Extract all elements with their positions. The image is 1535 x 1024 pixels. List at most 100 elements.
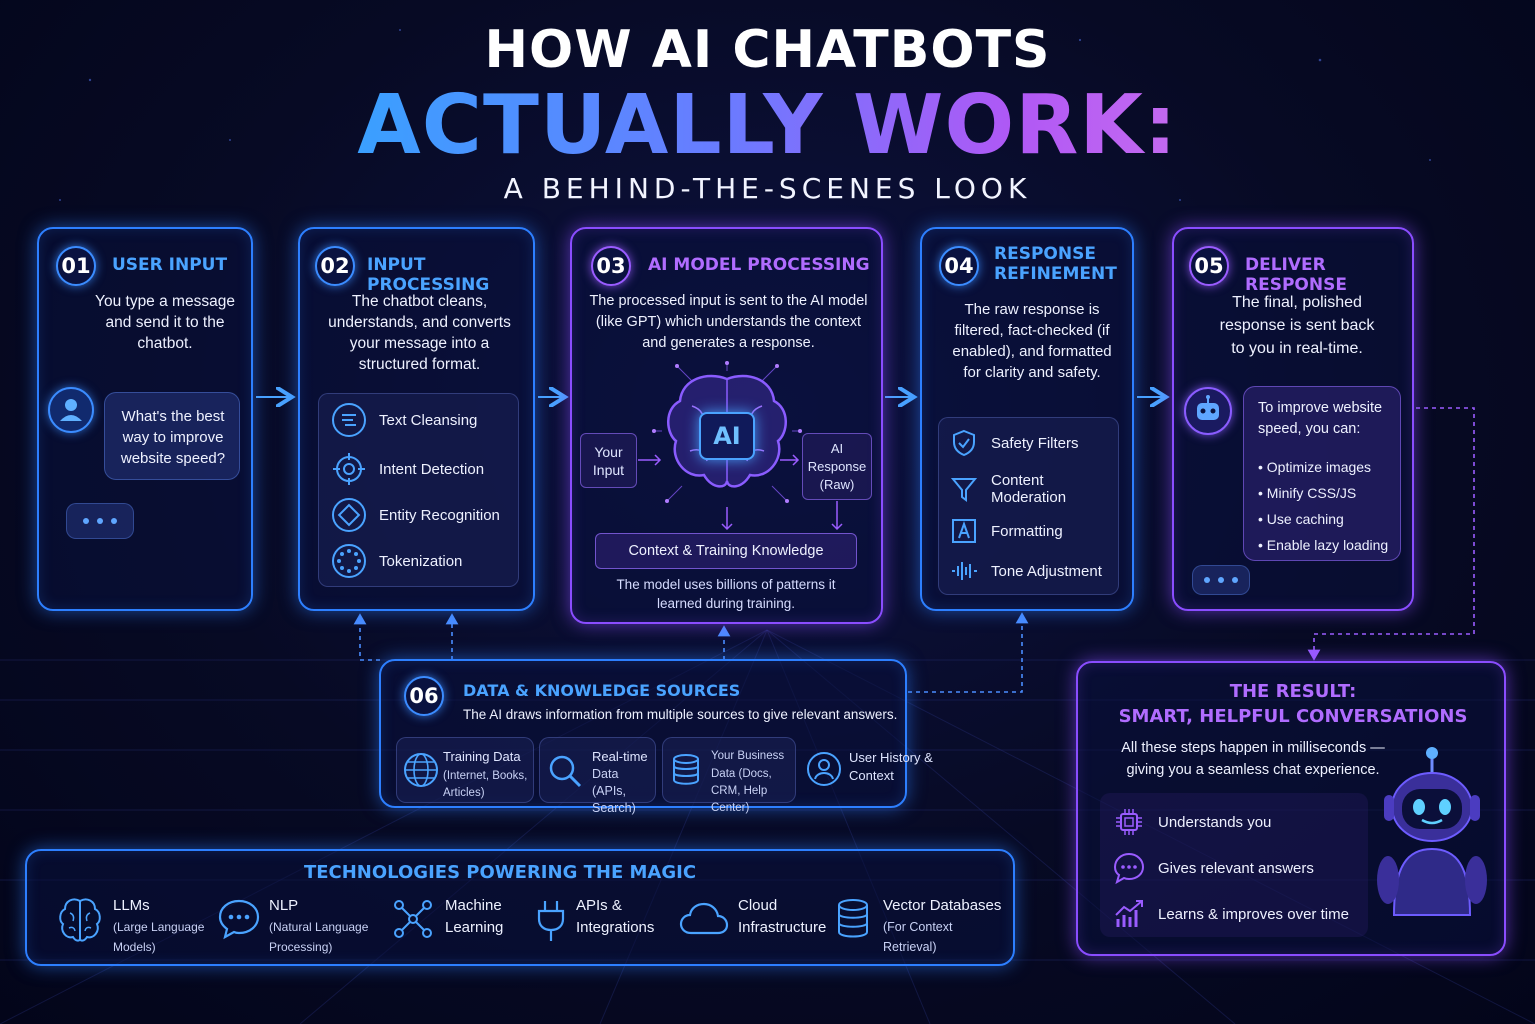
step-05-card: 05 DELIVER RESPONSE The final, polished … [1172,227,1414,611]
brain-icon [59,898,101,942]
result-description: All these steps happen in milliseconds —… [1121,740,1385,778]
source-item: Your Business Data (Docs, CRM, Help Cent… [662,737,796,814]
your-input-box: Your Input [580,433,637,488]
step-04-title: RESPONSE REFINEMENT [994,244,1117,284]
bot-reply-bubble: To improve website speed, you can: • Opt… [1243,386,1401,561]
step-04-number: 04 [939,246,979,286]
database-icon [673,754,699,785]
tech-item-detail: (Natural Language Processing) [269,920,369,954]
step-05-number: 05 [1189,246,1229,286]
step-01-card: 01 USER INPUT You type a message and sen… [37,227,253,611]
reply-list-item: • Use caching [1258,511,1344,527]
result-item: Learns & improves over time [1112,897,1349,931]
context-knowledge-box: Context & Training Knowledge [595,533,857,569]
reply-list-item: • Enable lazy loading [1258,537,1389,553]
step-01-description: You type a message and send it to the ch… [95,293,235,352]
result-item: Understands you [1112,805,1271,839]
database-icon [838,899,868,938]
result-title-line-1: THE RESULT: [1229,681,1357,702]
source-item: Training Data (Internet, Books, Articles… [396,737,534,803]
user-message-text: What's the best way to improve website s… [120,408,226,467]
title-line-2: ACTUALLY WORK: [0,78,1535,173]
sources-number: 06 [404,676,444,716]
user-icon [807,752,841,786]
ai-chip-label: AI [713,422,741,450]
context-knowledge-label: Context & Training Knowledge [628,543,824,559]
step-03-title: AI MODEL PROCESSING [648,255,870,275]
sources-title: DATA & KNOWLEDGE SOURCES [463,681,741,700]
step-02-title: INPUT PROCESSING [367,255,490,295]
tech-item-title: APIs & [576,897,622,914]
refinement-item: Safety Filters [949,428,1079,458]
waveform-icon [952,562,977,580]
robot-mascot [1377,747,1487,916]
source-item-detail: Data (APIs, Search) [592,767,636,815]
tech-item: Machine Learning [391,895,521,955]
processing-item-label: Text Cleansing [379,411,478,429]
user-icon [60,399,82,421]
result-item-label: Gives relevant answers [1158,859,1314,877]
tech-item: APIs & Integrations [533,895,663,955]
reply-list-item: • Minify CSS/JS [1258,485,1357,501]
refinement-item: Tone Adjustment [949,556,1102,586]
tech-item: Vector Databases (For Context Retrieval) [835,895,1015,955]
refinement-item-label: Safety Filters [991,434,1079,452]
step-03-number: 03 [591,246,631,286]
reply-list: • Optimize images • Minify CSS/JS • Use … [1258,454,1388,558]
tech-item: NLP (Natural Language Processing) [217,895,369,955]
tech-item-title: Cloud [738,897,778,914]
model-flow-arrows [638,454,843,531]
technologies-title: TECHNOLOGIES POWERING THE MAGIC [303,862,697,883]
tech-item-detail: Infrastructure [738,919,827,936]
tag-icon [332,498,366,532]
source-item-detail: (Internet, Books, Articles) [443,770,528,799]
ai-response-raw-label: AI Response (Raw) [807,440,867,492]
ai-chip: AI [699,412,755,460]
processing-item: Entity Recognition [331,497,500,533]
processing-item-label: Intent Detection [379,460,485,478]
source-item: Real-time Data (APIs, Search) [539,737,656,815]
tech-item-detail: Learning [445,919,504,936]
processing-item: Tokenization [331,543,462,579]
user-avatar [48,387,94,433]
title-line-2-text: ACTUALLY WORK: [357,78,1178,173]
refinement-item-label: Tone Adjustment [991,562,1102,580]
plug-icon [537,901,565,941]
reply-list-item-text: Minify CSS/JS [1266,485,1357,501]
subtitle: A BEHIND-THE-SCENES LOOK [503,172,1032,205]
source-item-title: User History & [849,750,933,765]
typing-indicator [1192,565,1250,595]
refinement-item: Content Moderation [949,472,1118,506]
refinement-item-label: Formatting [991,522,1063,540]
source-item-detail: Data (Docs, CRM, Help Center) [711,768,772,814]
processing-item-label: Tokenization [379,552,463,570]
tech-item-detail: Integrations [576,919,655,936]
sources-description: The AI draws information from multiple s… [463,707,898,722]
network-icon [394,900,432,938]
chat-icon [218,899,260,940]
step-04-card: 04 RESPONSE REFINEMENT The raw response … [920,227,1134,611]
target-icon [333,453,365,485]
sources-card: 06 DATA & KNOWLEDGE SOURCES The AI draws… [379,659,933,815]
bot-reply-intro: To improve website speed, you can: [1258,400,1383,437]
text-cleansing-icon [332,403,366,437]
robot-icon [1197,395,1219,420]
tech-item-detail: (Large Language Models) [113,920,205,954]
tech-item-detail: (For Context Retrieval) [883,920,953,954]
result-item-label: Understands you [1158,813,1272,831]
tech-item: LLMs (Large Language Models) [55,895,205,955]
reply-list-item-text: Use caching [1266,511,1344,527]
tokenization-icon [332,544,366,578]
cloud-icon [679,902,729,935]
step-05-description: The final, polished response is sent bac… [1219,294,1375,357]
user-message-bubble: What's the best way to improve website s… [104,392,240,480]
tech-item: Cloud Infrastructure [679,895,829,955]
ai-response-raw-box: AI Response (Raw) [802,433,872,500]
source-item-title: Your Business [711,750,785,762]
result-card: THE RESULT: SMART, HELPFUL CONVERSATIONS… [1076,661,1506,956]
bot-avatar [1184,387,1232,435]
refinement-steps-box: Safety Filters Content Moderation Format… [938,417,1119,595]
step-01-number: 01 [56,246,96,286]
globe-icon [404,753,438,787]
step-04-description: The raw response is filtered, fact-check… [952,301,1112,381]
